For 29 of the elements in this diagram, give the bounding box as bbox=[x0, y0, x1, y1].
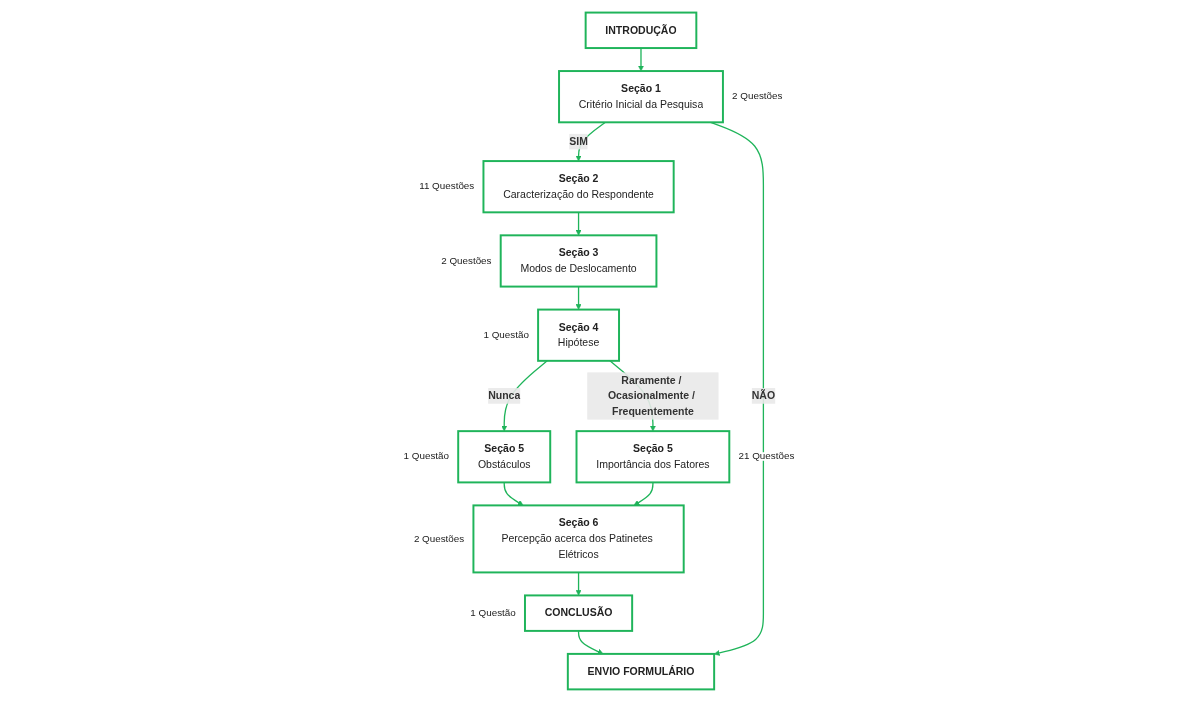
question-count: 2 Questões bbox=[732, 89, 783, 101]
question-count: 2 Questões bbox=[441, 254, 492, 266]
node-box: Seção 6 Percepção acerca dos Patinetes Elétricos bbox=[472, 503, 685, 573]
question-count: 1 Questão bbox=[470, 606, 516, 618]
node-box: Seção 5 Obstáculos bbox=[457, 429, 552, 483]
node-box: ENVIO FORMULÁRIO bbox=[566, 652, 716, 690]
edge-label: Raramente / Ocasionalmente / Frequentemente bbox=[607, 373, 696, 417]
node-box: Seção 2 Caracterização do Respondente bbox=[482, 159, 675, 213]
arrow bbox=[638, 46, 644, 71]
node-box: Seção 3 Modos de Deslocamento bbox=[499, 233, 658, 288]
question-count: 1 Questão bbox=[403, 449, 450, 461]
node-box: Seção 5 Importância dos Fatores bbox=[575, 429, 731, 483]
arrow bbox=[710, 121, 765, 656]
node-box: Seção 1 Critério Inicial da Pesquisa bbox=[558, 69, 724, 123]
edge-label: Nunca bbox=[488, 389, 521, 401]
node-box: INTRODUÇÃO bbox=[584, 11, 698, 49]
arrow bbox=[575, 211, 582, 236]
arrow bbox=[575, 571, 582, 596]
edge-label: NÃO bbox=[751, 389, 776, 401]
arrow bbox=[577, 629, 604, 654]
arrow bbox=[633, 481, 654, 506]
arrow bbox=[575, 285, 582, 310]
node-box: Seção 4 Hipótese bbox=[537, 308, 621, 362]
question-count: 11 Questões bbox=[419, 179, 475, 191]
node-box: CONCLUSÃO bbox=[524, 593, 634, 632]
question-count: 1 Questão bbox=[483, 328, 529, 340]
question-count: 2 Questões bbox=[413, 532, 465, 544]
edge-label: SIM bbox=[569, 135, 588, 147]
arrow bbox=[503, 481, 524, 506]
